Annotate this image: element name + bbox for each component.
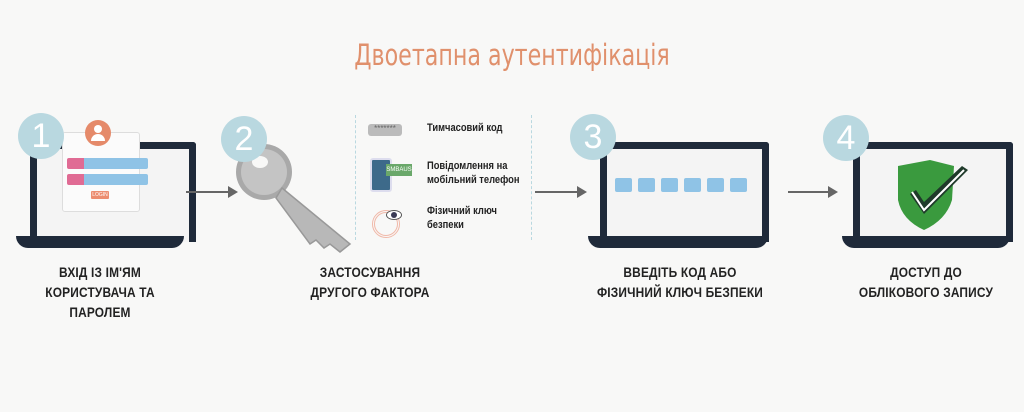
step-number-2: 2 — [221, 116, 267, 162]
step-3-label-line1: ВВЕДІТЬ КОД АБО — [623, 264, 737, 280]
temp-code-icon: ******* — [368, 124, 402, 136]
step-3-label: ВВЕДІТЬ КОД АБО ФІЗИЧНИЙ КЛЮЧ БЕЗПЕКИ — [595, 262, 765, 302]
step-number-1: 1 — [18, 113, 64, 159]
fingerprint-icon — [372, 210, 400, 238]
step-1-label-line2: КОРИСТУВАЧА ТА ПАРОЛЕМ — [45, 284, 155, 320]
step-2-label: ЗАСТОСУВАННЯ ДРУГОГО ФАКТОРА — [302, 262, 438, 302]
step-3-label-line2: ФІЗИЧНИЙ КЛЮЧ БЕЗПЕКИ — [596, 284, 764, 300]
step-1-label-line1: ВХІД ІЗ ІМ'ЯМ — [59, 264, 141, 280]
laptop-1-base — [16, 236, 184, 248]
laptop-4-base — [842, 236, 1010, 248]
options-divider-right — [531, 115, 532, 240]
option-sms-line1: Повідомлення на — [427, 160, 508, 172]
step-2-label-line2: ДРУГОГО ФАКТОРА — [310, 284, 430, 300]
password-field — [67, 174, 148, 185]
login-button: LOGIN — [91, 191, 109, 199]
sms-bubble-icon: SMBAUS — [386, 164, 412, 176]
step-number-4: 4 — [823, 115, 869, 161]
laptop-3-base — [588, 236, 768, 248]
option-key-line1: Фізичний ключ — [427, 205, 497, 217]
arrow-3 — [788, 186, 838, 198]
arrow-2 — [535, 186, 587, 198]
user-avatar-icon — [85, 120, 111, 146]
step-1-label: ВХІД ІЗ ІМ'ЯМ КОРИСТУВАЧА ТА ПАРОЛЕМ — [15, 262, 185, 322]
option-sms-line2: мобільний телефон — [427, 174, 520, 186]
shield-check-icon — [898, 160, 968, 230]
arrow-1 — [186, 186, 238, 198]
step-2-label-line1: ЗАСТОСУВАННЯ — [319, 264, 421, 280]
option-key-line2: безпеки — [427, 219, 464, 231]
page-title: Двоетапна аутентифікація — [354, 38, 670, 72]
step-4-label-line2: ОБЛІКОВОГО ЗАПИСУ — [858, 284, 994, 300]
options-divider-left — [355, 115, 356, 240]
option-sms: Повідомлення на мобільний телефон — [427, 159, 520, 187]
eye-icon — [386, 210, 402, 220]
option-temp-code: Тимчасовий код — [427, 122, 503, 134]
step-4-label: ДОСТУП ДО ОБЛІКОВОГО ЗАПИСУ — [841, 262, 1011, 302]
laptop-3 — [600, 142, 769, 242]
step-number-3: 3 — [570, 114, 616, 160]
step-4-label-line1: ДОСТУП ДО — [890, 264, 962, 280]
option-security-key: Фізичний ключ безпеки — [427, 204, 497, 232]
code-input-boxes — [615, 178, 753, 197]
username-field — [67, 158, 148, 169]
